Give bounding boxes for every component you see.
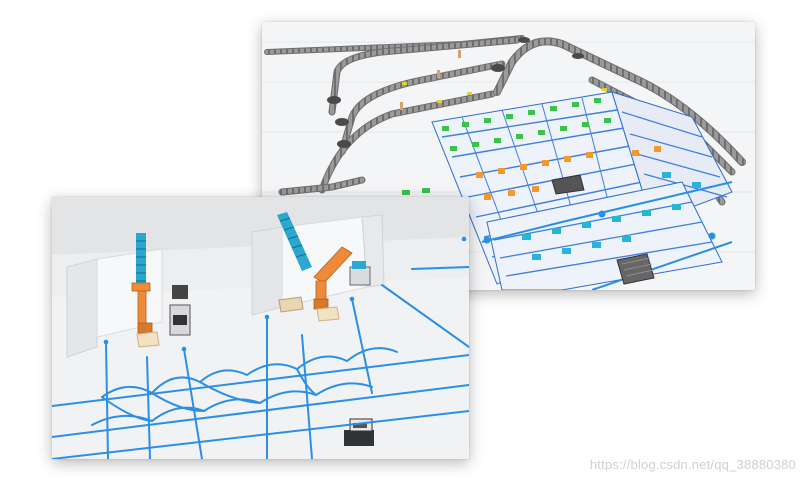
workers xyxy=(400,50,461,110)
conveyor-junctions xyxy=(327,37,584,148)
workstation-scene xyxy=(52,197,469,459)
workstation-scene-panel xyxy=(52,197,469,459)
agv-robots xyxy=(169,261,374,446)
floor-plates xyxy=(551,174,655,285)
pallets xyxy=(136,296,340,348)
agv-path-grid xyxy=(52,266,469,459)
warehouse-scene xyxy=(262,22,755,290)
storage-racks xyxy=(431,91,733,290)
bins-cyan xyxy=(522,172,701,260)
agv-paths-back xyxy=(481,181,733,290)
agv-waypoints xyxy=(103,236,467,352)
warehouse-scene-panel xyxy=(262,22,755,290)
robot-arms xyxy=(131,246,353,334)
bins-green xyxy=(402,98,611,195)
bin-stack-conveyors xyxy=(136,212,312,291)
watermark-text: https://blog.csdn.net/qq_38880380 xyxy=(589,457,796,472)
bins-orange xyxy=(476,146,661,200)
